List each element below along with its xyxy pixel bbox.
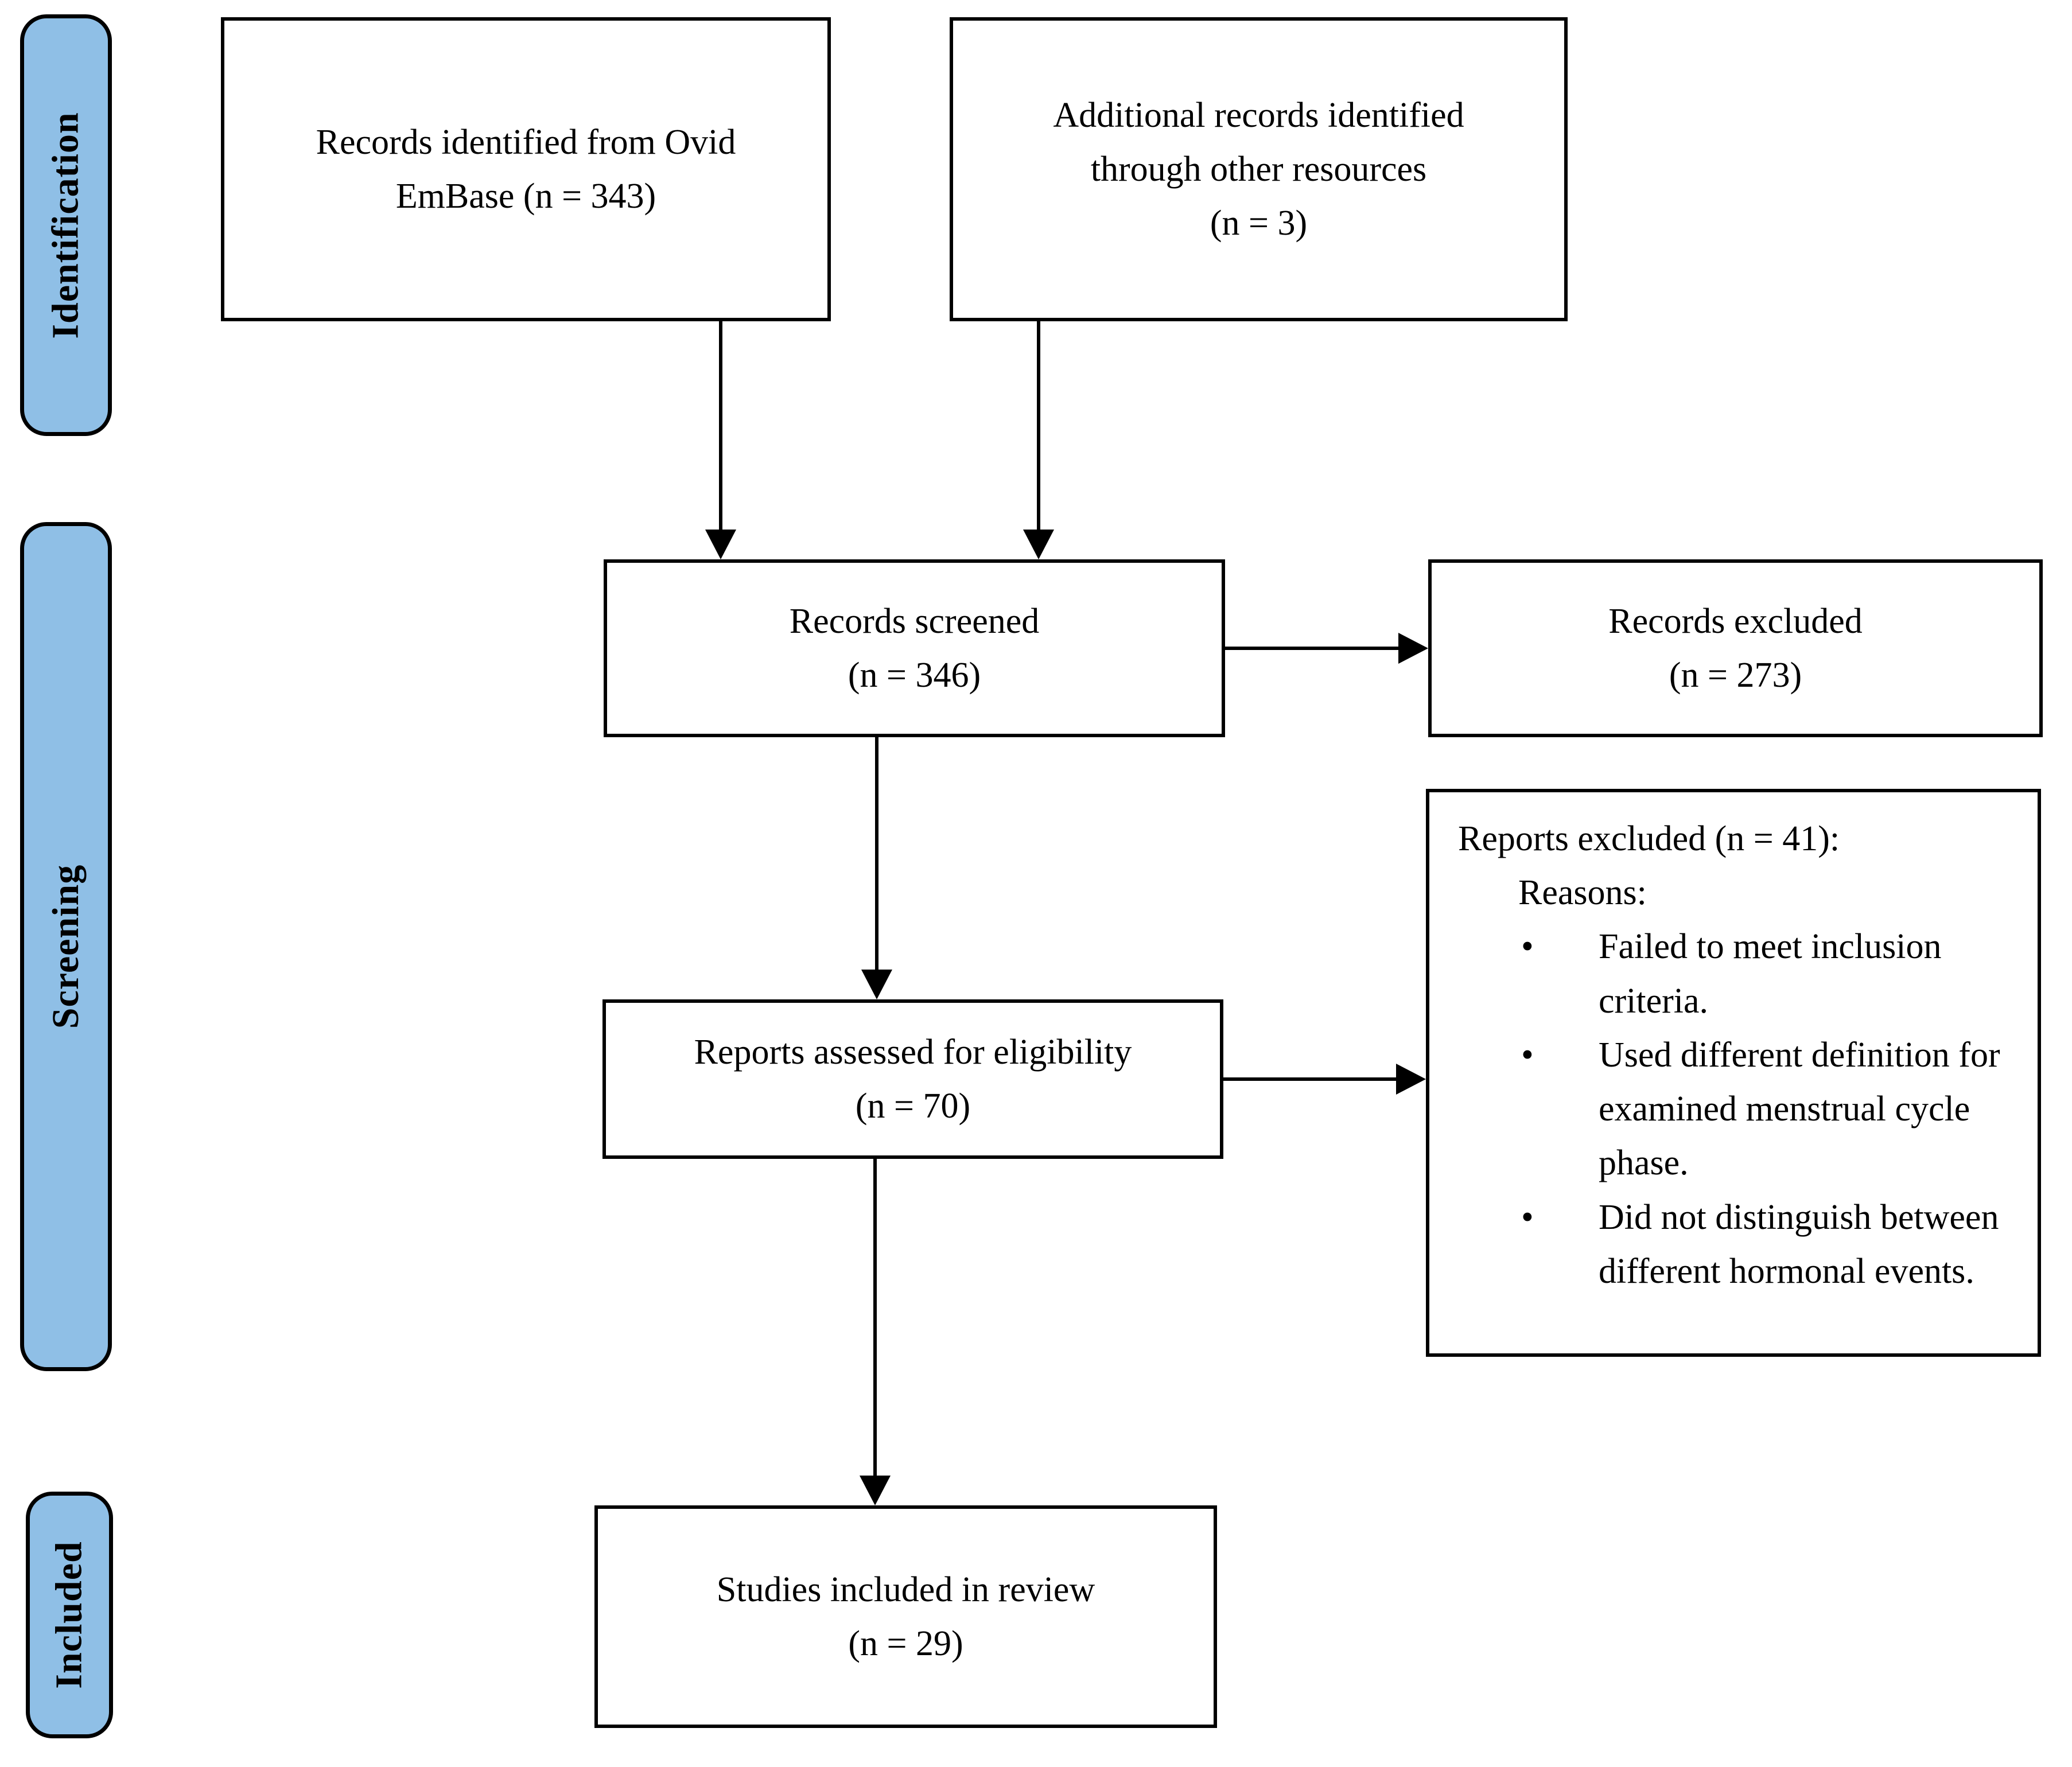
box-additional-records-text: Additional records identified through ot… <box>1053 95 1464 243</box>
connector-line <box>1037 321 1040 534</box>
box-additional-records: Additional records identified through ot… <box>950 17 1568 321</box>
connector-line <box>1225 647 1403 650</box>
reports-excluded-subheading: Reasons: <box>1518 873 1647 913</box>
arrowhead-down-icon <box>861 970 892 999</box>
stage-identification: Identification <box>20 14 112 436</box>
box-records-excluded-text: Records excluded (n = 273) <box>1608 601 1863 695</box>
stage-identification-label: Identification <box>45 111 87 339</box>
connector-line <box>719 321 722 534</box>
bullet-icon: • <box>1521 927 1534 967</box>
stage-screening-label: Screening <box>45 864 87 1029</box>
stage-included: Included <box>26 1492 113 1738</box>
reports-excluded-reason-text: Did not distinguish between different ho… <box>1599 1197 1999 1291</box>
connector-line <box>1223 1077 1399 1081</box>
box-records-screened: Records screened (n = 346) <box>604 559 1225 737</box>
stage-included-label: Included <box>48 1541 90 1689</box>
box-records-screened-text: Records screened (n = 346) <box>789 601 1040 695</box>
box-reports-assessed: Reports assessed for eligibility (n = 70… <box>602 999 1223 1159</box>
bullet-icon: • <box>1521 1035 1534 1075</box>
arrowhead-down-icon <box>860 1476 891 1505</box>
reports-excluded-heading: Reports excluded (n = 41): <box>1458 819 1840 858</box>
reports-excluded-reason-text: Failed to meet inclusion criteria. <box>1599 927 1942 1021</box>
box-studies-included-text: Studies included in review (n = 29) <box>716 1570 1095 1663</box>
arrowhead-right-icon <box>1398 633 1428 664</box>
arrowhead-right-icon <box>1396 1064 1426 1095</box>
box-studies-included: Studies included in review (n = 29) <box>594 1505 1217 1728</box>
box-records-excluded: Records excluded (n = 273) <box>1428 559 2043 737</box>
connector-line <box>875 737 878 974</box>
reports-excluded-reason: • Did not distinguish between different … <box>1521 1190 2017 1298</box>
arrowhead-down-icon <box>705 530 736 559</box>
stage-screening: Screening <box>20 522 112 1371</box>
box-reports-assessed-text: Reports assessed for eligibility (n = 70… <box>694 1032 1132 1126</box>
reports-excluded-reason-text: Used different definition for examined m… <box>1599 1035 2000 1183</box>
connector-line <box>873 1159 877 1478</box>
bullet-icon: • <box>1521 1197 1534 1237</box>
reports-excluded-reason: • Used different definition for examined… <box>1521 1028 2017 1190</box>
box-records-identified-text: Records identified from Ovid EmBase (n =… <box>316 122 736 216</box>
box-records-identified: Records identified from Ovid EmBase (n =… <box>221 17 831 321</box>
reports-excluded-reason: • Failed to meet inclusion criteria. <box>1521 920 2017 1027</box>
arrowhead-down-icon <box>1023 530 1054 559</box>
box-reports-excluded: Reports excluded (n = 41): Reasons: • Fa… <box>1426 789 2041 1357</box>
